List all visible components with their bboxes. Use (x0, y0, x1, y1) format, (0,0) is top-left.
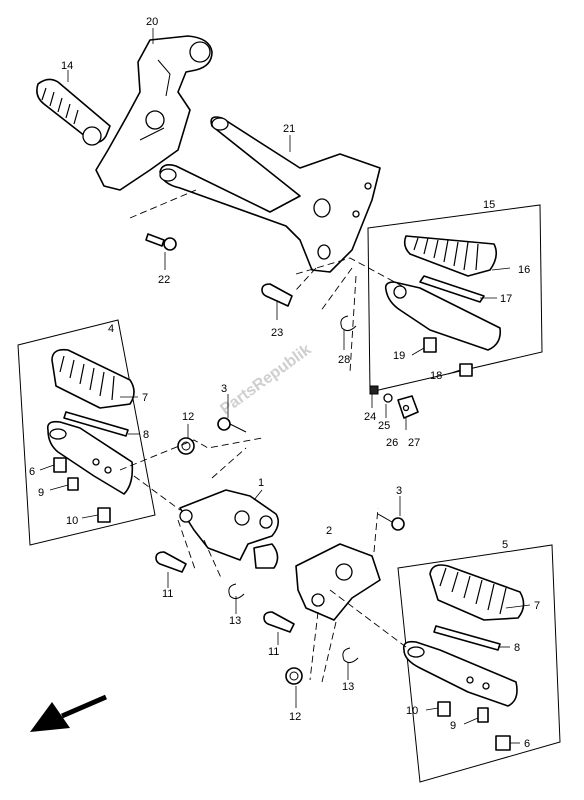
part-12-spring-right (285, 667, 303, 685)
part-footpeg-right (402, 640, 518, 707)
assembly-line (309, 611, 319, 681)
callout-3-center: 3 (221, 383, 227, 395)
part-3-bolt-center (217, 417, 247, 433)
part-23-pin (261, 283, 293, 307)
part-24-spring (369, 385, 379, 395)
group-box-15 (367, 204, 543, 393)
assembly-line (177, 519, 197, 573)
part-13-clip-right (342, 647, 359, 664)
part-28-clip (340, 315, 357, 332)
group-box-4 (17, 319, 156, 546)
assembly-line (349, 275, 357, 373)
part-17-plate (419, 275, 485, 303)
part-12-spring-center (177, 437, 195, 455)
callout-13-center: 13 (229, 615, 241, 627)
callout-20: 20 (146, 16, 158, 28)
callout-9-left: 9 (38, 487, 44, 499)
callout-1: 1 (258, 477, 264, 489)
callout-6-right: 6 (524, 738, 530, 750)
assembly-line (321, 621, 337, 683)
assembly-line (119, 437, 263, 471)
callout-27: 27 (408, 437, 420, 449)
callout-17: 17 (500, 293, 512, 305)
part-7-rubber-left (51, 348, 135, 409)
part-14-footpeg (36, 78, 111, 146)
callout-9-right: 9 (450, 720, 456, 732)
assembly-line (295, 267, 317, 291)
part-7-rubber-right (429, 564, 525, 621)
part-8-plate-left (63, 411, 129, 437)
callout-18: 18 (430, 370, 442, 382)
part-16-rubber (403, 235, 498, 277)
part-footpeg-left (46, 420, 134, 495)
assembly-line (295, 257, 403, 287)
part-25-ball (383, 393, 393, 403)
callout-8-left: 8 (143, 429, 149, 441)
part-18-screw (459, 363, 473, 377)
callout-12-center: 12 (182, 411, 194, 423)
part-21-bracket (159, 116, 381, 273)
callout-21: 21 (283, 123, 295, 135)
callout-2: 2 (326, 525, 332, 537)
callout-12-right: 12 (289, 711, 301, 723)
part-11-pin-right (263, 611, 295, 633)
part-9-bolt-left (67, 477, 79, 491)
callout-7-left: 7 (142, 392, 148, 404)
part-19-screw (423, 337, 437, 353)
part-6-nut-right (495, 735, 511, 751)
part-11-pin-center (155, 551, 187, 573)
part-10-bolt-left (97, 507, 111, 523)
callout-15: 15 (483, 199, 495, 211)
callout-10-right: 10 (406, 705, 418, 717)
part-10-bolt-right (437, 701, 451, 717)
part-3-bolt-right (377, 513, 405, 531)
callout-7-right: 7 (534, 600, 540, 612)
part-15-footpeg-body (384, 281, 502, 351)
callout-14: 14 (61, 60, 73, 72)
group-box-5 (397, 544, 561, 783)
callout-25: 25 (378, 420, 390, 432)
part-2-bracket (295, 543, 381, 621)
callout-8-right: 8 (514, 642, 520, 654)
part-1-bracket (179, 489, 280, 569)
assembly-line (203, 539, 223, 581)
assembly-line (133, 475, 181, 511)
part-20-bracket (95, 35, 213, 191)
assembly-line (211, 447, 247, 479)
callout-13-right: 13 (342, 681, 354, 693)
watermark: PartsRepublik (217, 341, 314, 418)
front-direction-arrow-icon (30, 694, 107, 732)
leader-lines (39, 28, 531, 744)
callout-22: 22 (158, 274, 170, 286)
callout-24: 24 (364, 411, 376, 423)
callout-4: 4 (108, 323, 114, 335)
assembly-line (319, 267, 353, 313)
part-8-plate-right (433, 625, 501, 651)
part-9-bolt-right (477, 707, 489, 723)
part-27-plate (397, 395, 419, 419)
callout-5: 5 (502, 539, 508, 551)
part-6-nut-left (53, 457, 67, 473)
callout-23: 23 (271, 327, 283, 339)
callout-11-right: 11 (268, 646, 279, 658)
callout-6-left: 6 (29, 466, 35, 478)
callout-16: 16 (518, 264, 530, 276)
callout-19: 19 (393, 350, 405, 362)
callout-26: 26 (386, 437, 398, 449)
callout-11-center: 11 (162, 588, 173, 600)
part-22-screw (145, 233, 177, 251)
callout-10-left: 10 (66, 515, 78, 527)
assembly-line (373, 507, 379, 553)
callout-3-right: 3 (396, 485, 402, 497)
assembly-line (129, 189, 197, 219)
callout-28: 28 (338, 354, 350, 366)
part-13-clip-center (228, 583, 245, 600)
assembly-line (329, 589, 411, 651)
